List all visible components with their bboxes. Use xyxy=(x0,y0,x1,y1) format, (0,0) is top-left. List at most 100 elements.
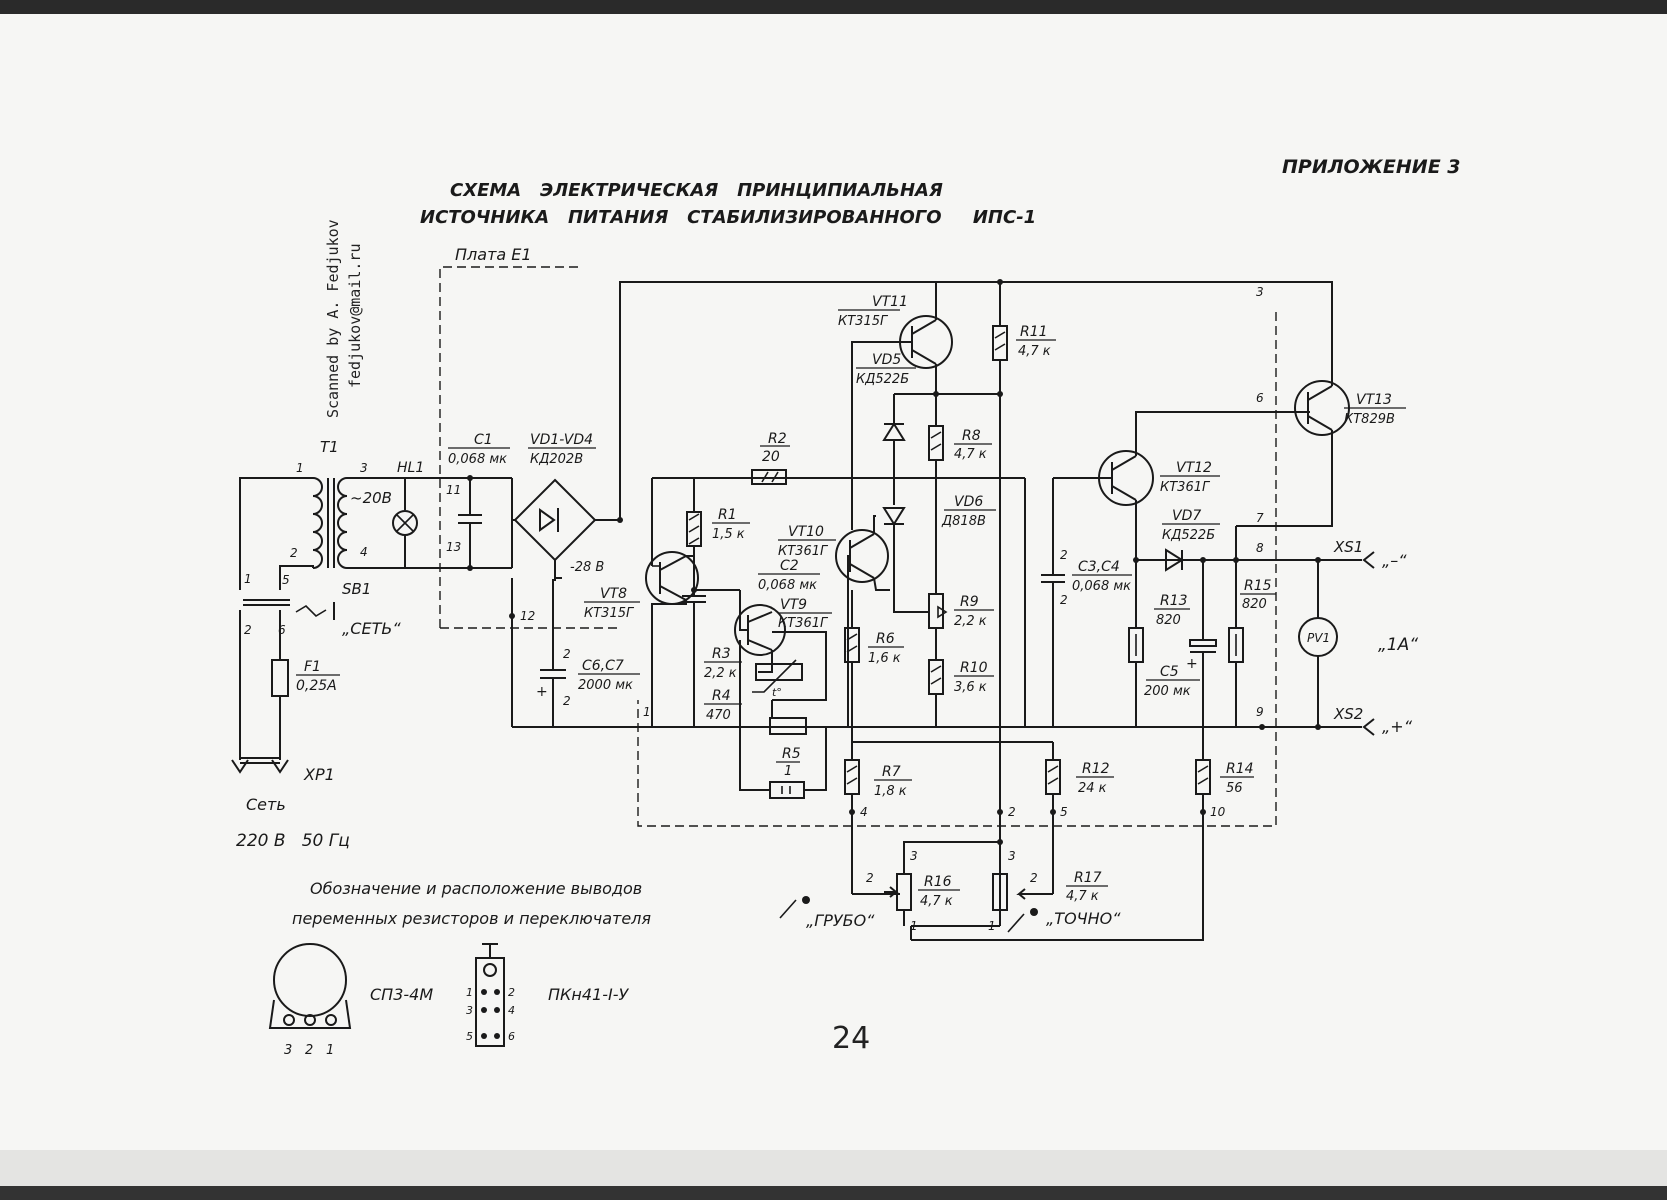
svg-text:2: 2 xyxy=(305,1043,313,1058)
svg-text:R14: R14 xyxy=(1226,761,1254,777)
svg-text:XS2: XS2 xyxy=(1333,705,1363,723)
svg-text:1: 1 xyxy=(296,461,304,475)
svg-text:VT11: VT11 xyxy=(872,294,908,310)
svg-text:переменных резисторов и перекл: переменных резисторов и переключателя xyxy=(292,909,651,928)
svg-text:C2: C2 xyxy=(780,558,799,574)
svg-text:T1: T1 xyxy=(320,438,339,456)
svg-text:SB1: SB1 xyxy=(342,580,371,598)
output-terminals: XS1 „–“ XS2 „+“ 9 xyxy=(1256,538,1413,736)
svg-text:4,7 к: 4,7 к xyxy=(1018,344,1051,359)
svg-text:4: 4 xyxy=(360,545,368,559)
svg-text:3: 3 xyxy=(360,461,368,475)
svg-text:КД522Б: КД522Б xyxy=(856,372,909,387)
svg-text:R9: R9 xyxy=(960,594,979,610)
svg-text:2: 2 xyxy=(1030,871,1038,885)
svg-text:5: 5 xyxy=(1060,805,1068,819)
svg-text:13: 13 xyxy=(446,540,461,554)
svg-text:КТ315Г: КТ315Г xyxy=(584,606,635,621)
svg-text:1,8 к: 1,8 к xyxy=(874,784,907,799)
svg-text:2,2 к: 2,2 к xyxy=(954,614,987,629)
page-number: 24 xyxy=(832,1021,870,1056)
svg-text:VT9: VT9 xyxy=(780,597,807,613)
svg-text:0,068 мк: 0,068 мк xyxy=(448,452,507,467)
svg-text:VD1-VD4: VD1-VD4 xyxy=(530,432,593,448)
svg-text:R7: R7 xyxy=(882,764,901,780)
svg-text:КТ361Г: КТ361Г xyxy=(778,544,829,559)
svg-text:1: 1 xyxy=(988,919,996,933)
svg-text:7: 7 xyxy=(1256,511,1264,525)
svg-text:820: 820 xyxy=(1242,597,1267,612)
diode-vd5: VD5 КД522Б xyxy=(856,352,1000,613)
zener-vd6: VD6 Д818В xyxy=(941,494,996,529)
svg-text:~20В: ~20В xyxy=(350,489,392,507)
supply-rails: 12 1 xyxy=(509,281,1310,728)
svg-text:„–“: „–“ xyxy=(1382,551,1407,570)
pinout-legend: Обозначение и расположение выводов перем… xyxy=(268,879,651,1058)
capacitor-c6-c7: + 2 2 C6,C7 2000 мк xyxy=(536,578,640,727)
svg-text:0,25А: 0,25А xyxy=(296,678,337,694)
svg-text:10: 10 xyxy=(1210,805,1226,819)
svg-text:2: 2 xyxy=(508,986,515,999)
resistor-r11: R11 4,7 к xyxy=(992,279,1056,920)
svg-text:2: 2 xyxy=(244,623,252,637)
title-line-1: СХЕМА ЭЛЕКТРИЧЕСКАЯ ПРИНЦИПИАЛЬНАЯ xyxy=(450,180,943,201)
svg-text:R13: R13 xyxy=(1160,593,1188,609)
svg-text:СП3-4М: СП3-4М xyxy=(370,985,433,1004)
svg-text:4: 4 xyxy=(508,1004,515,1017)
resistor-r7: 4 R7 1,8 к xyxy=(844,727,1053,894)
svg-text:12: 12 xyxy=(520,609,535,623)
resistor-r14: 10 R14 56 xyxy=(911,727,1254,941)
svg-text:4,7 к: 4,7 к xyxy=(954,447,987,462)
resistor-r2: R2 20 xyxy=(751,431,790,485)
svg-text:C5: C5 xyxy=(1160,664,1179,680)
svg-text:„СЕТЬ“: „СЕТЬ“ xyxy=(342,619,401,638)
svg-text:VD5: VD5 xyxy=(872,352,901,368)
transistor-vt12: VT12 КТ361Г xyxy=(1053,411,1310,560)
svg-text:R11: R11 xyxy=(1020,324,1048,340)
transformer-t1: T1 ~20В 1 2 3 4 xyxy=(290,438,392,569)
capacitor-c3-c4: 2 2 C3,C4 0,068 мк xyxy=(1024,478,1132,727)
svg-text:КТ829В: КТ829В xyxy=(1344,412,1395,427)
variable-resistor-outline: 3 2 1 xyxy=(268,943,352,1058)
svg-text:R8: R8 xyxy=(962,428,981,444)
svg-text:КД522Б: КД522Б xyxy=(1162,528,1215,543)
svg-text:+: + xyxy=(536,684,548,700)
svg-text:11: 11 xyxy=(446,483,461,497)
capacitor-c1: C1 0,068 мк 11 13 xyxy=(446,432,510,571)
svg-text:R12: R12 xyxy=(1082,761,1110,777)
svg-text:1: 1 xyxy=(244,572,252,586)
resistor-r6: R6 1,6 к xyxy=(844,590,904,727)
svg-text:2000 мк: 2000 мк xyxy=(578,678,633,693)
resistor-r15: R15 820 xyxy=(1228,560,1276,727)
switch-actuator xyxy=(295,604,327,618)
resistor-r5: R5 1 xyxy=(739,640,827,799)
scanner-credit: Scanned by A. Fedjukov xyxy=(324,219,342,418)
svg-text:1,6 к: 1,6 к xyxy=(868,651,901,666)
svg-text:R5: R5 xyxy=(782,746,801,762)
svg-text:КТ361Г: КТ361Г xyxy=(1160,480,1211,495)
svg-text:t°: t° xyxy=(772,686,782,699)
svg-text:56: 56 xyxy=(1226,781,1243,796)
svg-text:6: 6 xyxy=(1256,391,1264,405)
svg-text:6: 6 xyxy=(508,1030,515,1043)
resistor-r10: R10 3,6 к xyxy=(928,659,994,727)
svg-text:PV1: PV1 xyxy=(1307,631,1330,645)
svg-text:2: 2 xyxy=(563,647,571,661)
resistor-r12: 2 5 R12 24 к xyxy=(997,742,1114,894)
svg-text:24 к: 24 к xyxy=(1078,781,1107,796)
svg-text:VT8: VT8 xyxy=(600,586,627,602)
svg-text:3: 3 xyxy=(284,1043,292,1058)
svg-text:2: 2 xyxy=(1008,805,1016,819)
resistor-r1: R1 1,5 к xyxy=(686,478,750,590)
scan-noise-band xyxy=(0,1150,1667,1186)
meter-pv1: PV1 „1А“ xyxy=(1298,557,1418,730)
svg-text:Обозначение и расположение выв: Обозначение и расположение выводов xyxy=(310,879,642,898)
fuse-f1 xyxy=(271,659,289,697)
svg-text:2: 2 xyxy=(866,871,874,885)
svg-text:R4: R4 xyxy=(712,688,731,704)
svg-text:R16: R16 xyxy=(924,874,952,890)
svg-text:6: 6 xyxy=(278,623,286,637)
svg-text:820: 820 xyxy=(1156,613,1181,628)
svg-text:5: 5 xyxy=(466,1030,473,1043)
